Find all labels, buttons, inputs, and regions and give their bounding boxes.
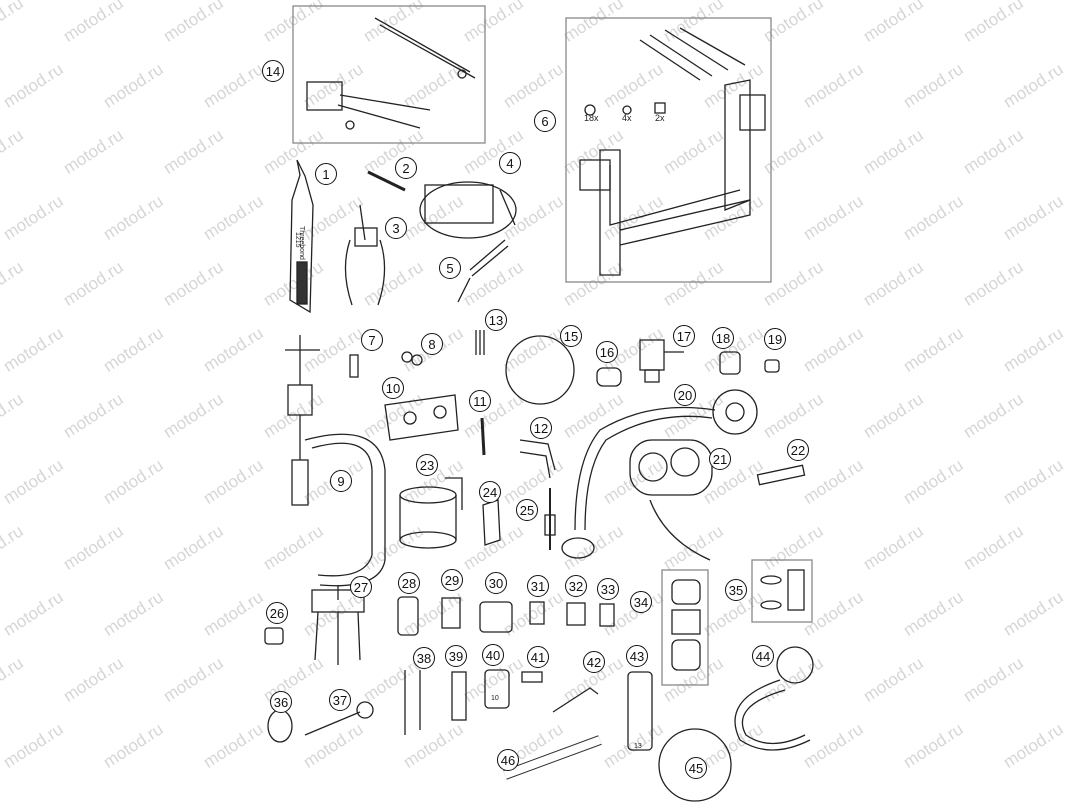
- callout-4: 4: [499, 152, 521, 174]
- part-19-drawing: [764, 359, 780, 373]
- part-2-drawing: [367, 170, 406, 192]
- callout-38: 38: [413, 647, 435, 669]
- part-27-drawing: [311, 585, 365, 665]
- part-24-drawing: [482, 499, 501, 546]
- callout-27: 27: [350, 576, 372, 598]
- part-23-drawing: [399, 477, 463, 549]
- fastener-count-18x: 18x: [584, 113, 599, 123]
- callout-12: 12: [530, 417, 552, 439]
- callout-39: 39: [445, 645, 467, 667]
- socket-40-size: 10: [491, 695, 499, 702]
- part-44-drawing: [734, 646, 814, 751]
- part-1-drawing: Threebond 1215: [289, 159, 314, 314]
- callout-30: 30: [485, 572, 507, 594]
- callout-17: 17: [673, 325, 695, 347]
- fastener-count-2x: 2x: [655, 113, 665, 123]
- callout-19: 19: [764, 328, 786, 350]
- callout-21: 21: [709, 448, 731, 470]
- part-6-drawing: [565, 17, 772, 283]
- callout-44: 44: [752, 645, 774, 667]
- part-10-drawing: [384, 394, 459, 441]
- callout-14: 14: [262, 60, 284, 82]
- callout-45: 45: [685, 757, 707, 779]
- part-34-drawing: [661, 569, 709, 686]
- callout-23: 23: [416, 454, 438, 476]
- callout-33: 33: [597, 578, 619, 600]
- socket-43-size: 13: [634, 743, 642, 750]
- callout-11: 11: [469, 390, 491, 412]
- part-36-drawing: [267, 709, 293, 743]
- callout-9: 9: [330, 470, 352, 492]
- callout-31: 31: [527, 575, 549, 597]
- callout-34: 34: [630, 591, 652, 613]
- callout-25: 25: [516, 499, 538, 521]
- part-18-drawing: [719, 351, 741, 375]
- callout-37: 37: [329, 689, 351, 711]
- part-22-drawing: [756, 464, 806, 486]
- part-46-drawing: [503, 735, 602, 780]
- part-14-drawing: [292, 5, 486, 144]
- callout-18: 18: [712, 327, 734, 349]
- callout-36: 36: [270, 691, 292, 713]
- part-8-drawing: [401, 351, 423, 366]
- callout-8: 8: [421, 333, 443, 355]
- part-7-drawing: [349, 354, 359, 378]
- part-9-drawing: [285, 335, 386, 587]
- part-13-drawing: [475, 330, 485, 355]
- callout-7: 7: [361, 329, 383, 351]
- callout-46: 46: [497, 749, 519, 771]
- callout-28: 28: [398, 572, 420, 594]
- part-25-drawing: [544, 488, 556, 550]
- callout-15: 15: [560, 325, 582, 347]
- callout-43: 43: [626, 645, 648, 667]
- part-11-drawing: [480, 417, 486, 456]
- part-45-drawing: [658, 728, 732, 802]
- callout-3: 3: [385, 217, 407, 239]
- part-26-drawing: [264, 627, 284, 645]
- callout-2: 2: [395, 157, 417, 179]
- part-37-drawing: [304, 701, 374, 736]
- callout-1: 1: [315, 163, 337, 185]
- part-17-drawing: [639, 339, 684, 383]
- callout-13: 13: [485, 309, 507, 331]
- callout-32: 32: [565, 575, 587, 597]
- callout-24: 24: [479, 481, 501, 503]
- part-20-21-drawing: [561, 389, 758, 561]
- callout-20: 20: [674, 384, 696, 406]
- part-15-drawing: [505, 335, 575, 405]
- callout-41: 41: [527, 646, 549, 668]
- part-16-drawing: [596, 367, 622, 387]
- part-35-drawing: [751, 559, 813, 623]
- part-3-drawing: [344, 204, 386, 306]
- callout-26: 26: [266, 602, 288, 624]
- callout-16: 16: [596, 341, 618, 363]
- part-12-drawing: [519, 439, 556, 479]
- part-28-33-drawing: [397, 596, 615, 636]
- sealant-brand-label: Threebond: [298, 226, 305, 260]
- part-5-drawing: [457, 239, 509, 303]
- part-38-43-drawing: 10 13: [404, 669, 653, 751]
- callout-22: 22: [787, 439, 809, 461]
- part-4-drawing: [419, 181, 517, 239]
- callout-6: 6: [534, 110, 556, 132]
- callout-40: 40: [482, 644, 504, 666]
- callout-42: 42: [583, 651, 605, 673]
- sealant-code-label: 1215: [294, 232, 301, 248]
- callout-5: 5: [439, 257, 461, 279]
- fastener-count-4x: 4x: [622, 113, 632, 123]
- callout-29: 29: [441, 569, 463, 591]
- callout-10: 10: [382, 377, 404, 399]
- callout-35: 35: [725, 579, 747, 601]
